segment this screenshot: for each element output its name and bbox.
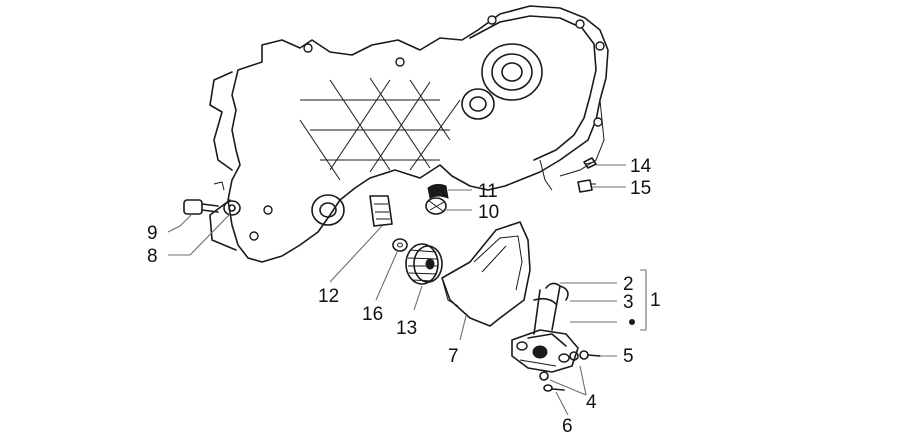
part-14-clip [583, 157, 597, 169]
leader-lines [167, 164, 647, 416]
part-5-screw [579, 350, 601, 360]
part-15-plug [577, 179, 596, 193]
part-7-cover-plate [441, 221, 531, 327]
callout-11: 11 [478, 181, 498, 202]
callout-5: 5 [623, 346, 634, 367]
part-6-screw [543, 384, 565, 392]
part-10-small-gear [425, 197, 447, 215]
crankcase-housing [209, 5, 609, 263]
part-12-guide-block [369, 195, 393, 227]
callout-1: 1 [650, 290, 661, 311]
callout-10: 10 [478, 202, 499, 223]
part-9-stud [183, 199, 219, 215]
callout-6: 6 [562, 416, 573, 435]
callout-14: 14 [630, 156, 652, 177]
callout-3: 3 [623, 292, 634, 313]
part-4-o-rings [539, 351, 579, 381]
callout-15: 15 [630, 178, 651, 199]
callout-16: 16 [362, 304, 383, 325]
part-13-drive-gear [405, 243, 443, 285]
part-8-nut [223, 200, 241, 216]
callout-2: 2 [623, 274, 634, 295]
oil-pump-assembly [511, 329, 579, 373]
callout-13: 13 [396, 318, 417, 339]
part-11-roller [427, 183, 449, 199]
part-16-washer [392, 238, 408, 252]
callout-labels: 1 2 3 4 5 6 7 8 9 10 11 12 13 14 15 16 [147, 156, 661, 437]
callout-7: 7 [448, 346, 459, 367]
callout-4: 4 [586, 392, 597, 413]
callout-dot [629, 319, 635, 325]
callout-9: 9 [147, 223, 158, 244]
callout-12: 12 [318, 286, 339, 307]
part-2-3-hoses [533, 282, 569, 335]
callout-8: 8 [147, 246, 158, 267]
